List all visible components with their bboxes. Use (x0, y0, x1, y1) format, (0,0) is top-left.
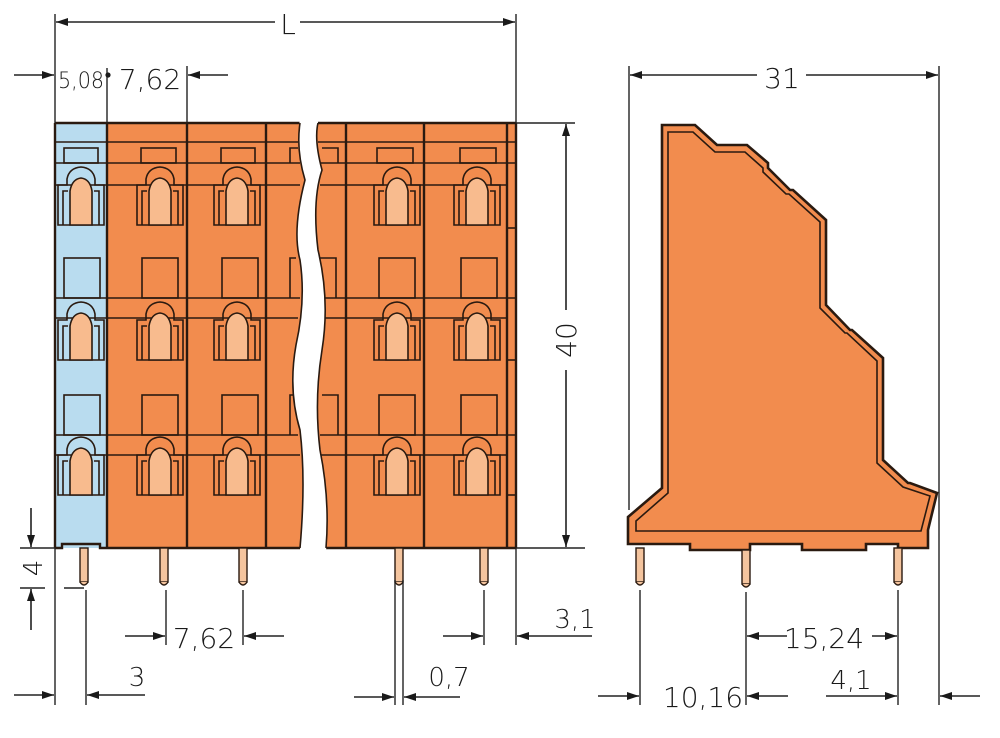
side-dimensions: 31 15,24 10,16 4,1 (598, 62, 980, 714)
dim-pin-length: 4 (19, 560, 49, 577)
side-view (626, 123, 939, 588)
pole-body-left-group (107, 123, 305, 548)
pcb-pins-front (79, 547, 489, 586)
dim-pin-thickness: 0,7 (428, 663, 469, 693)
dim-end-plate-width: 5,08 (58, 69, 104, 94)
dim-pin-spacing-1: 10,16 (663, 681, 743, 714)
dim-pin-offset-right: 3,1 (554, 605, 595, 635)
dim-overall-depth: 31 (764, 62, 800, 95)
dim-pin-pitch: 7,62 (173, 622, 235, 655)
entry-squares (63, 257, 498, 436)
dim-pin-offset-left: 3 (129, 663, 146, 693)
side-body (626, 123, 939, 552)
pcb-pins-side (635, 547, 903, 588)
side-body-inner-edge (635, 131, 931, 532)
dim-pole-pitch-top: 7,62 (119, 63, 181, 96)
dim-pin-spacing-2: 15,24 (784, 622, 864, 655)
front-view (53, 118, 518, 586)
front-dimensions: L 5,08 7,62 40 4 3 7,62 (14, 8, 596, 705)
dim-rear-offset: 4,1 (830, 666, 871, 696)
dim-height: 40 (550, 322, 583, 358)
marker-slots (63, 147, 497, 164)
dim-overall-length: L (280, 8, 296, 41)
